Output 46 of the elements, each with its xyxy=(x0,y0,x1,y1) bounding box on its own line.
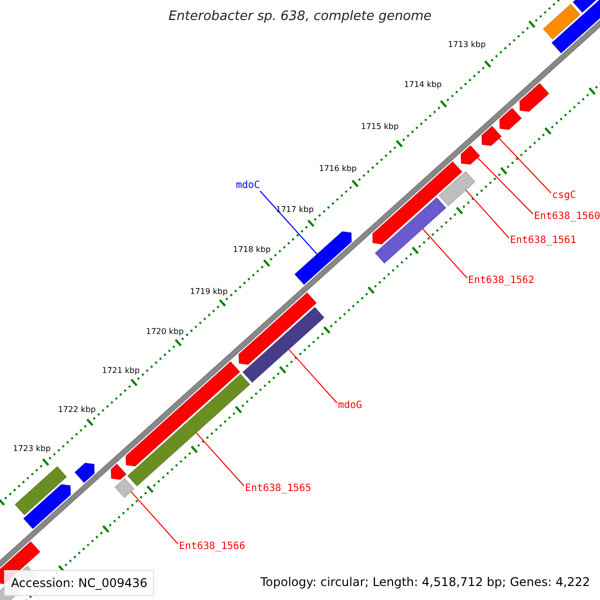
tick-label: 1722 kbp xyxy=(58,405,96,414)
accession-text: Accession: NC_009436 xyxy=(11,576,148,590)
gene-label: csgC xyxy=(552,190,576,202)
tick-label: 1714 kbp xyxy=(404,80,442,89)
leader-line xyxy=(465,190,510,238)
gene-feature xyxy=(126,361,240,467)
leader-line xyxy=(260,190,318,255)
tick-label: 1715 kbp xyxy=(361,122,399,131)
gene-feature xyxy=(481,126,502,146)
gene-label: Ent638_1561 xyxy=(510,235,576,247)
leader-line xyxy=(196,432,244,486)
gene-feature xyxy=(374,197,446,264)
tick-label: 1713 kbp xyxy=(448,40,486,49)
tick-label: 1718 kbp xyxy=(233,245,271,254)
gene-feature xyxy=(519,82,550,112)
gene-feature xyxy=(114,478,134,498)
gene-label: Ent638_1562 xyxy=(468,275,534,287)
gene-feature xyxy=(460,145,480,165)
gene-feature xyxy=(23,484,71,530)
gene-feature xyxy=(14,466,68,516)
tick-label: 1716 kbp xyxy=(319,164,357,173)
leader-line xyxy=(288,348,338,404)
tick-label: 1719 kbp xyxy=(190,287,228,296)
leader-line xyxy=(498,138,552,194)
gene-feature xyxy=(438,170,476,206)
gene-label: Ent638_1560 xyxy=(534,211,600,223)
gene-feature xyxy=(242,306,325,383)
title: Enterobacter sp. 638, complete genome xyxy=(167,9,433,24)
gene-feature xyxy=(294,231,352,286)
gene-label: Ent638_1566 xyxy=(179,541,246,553)
gene-feature xyxy=(372,161,463,244)
tick-label: 1717 kbp xyxy=(276,205,314,214)
tick-label: 1720 kbp xyxy=(146,327,184,336)
leader-line xyxy=(130,491,178,544)
genome-info-text: Topology: circular; Length: 4,518,712 bp; Genes: 4,222 xyxy=(260,575,590,589)
gene-feature xyxy=(542,4,580,40)
gene-feature xyxy=(74,462,95,484)
gene-feature xyxy=(551,0,600,54)
gene-label: mdoC xyxy=(236,180,260,192)
tick-label: 1721 kbp xyxy=(102,366,140,375)
leader-line xyxy=(477,157,534,214)
gene-feature xyxy=(238,292,317,365)
gene-label: mdoG xyxy=(338,400,362,412)
tick-label: 1723 kbp xyxy=(13,444,51,453)
gene-feature xyxy=(499,108,522,130)
gene-label: Ent638_1565 xyxy=(245,483,312,495)
